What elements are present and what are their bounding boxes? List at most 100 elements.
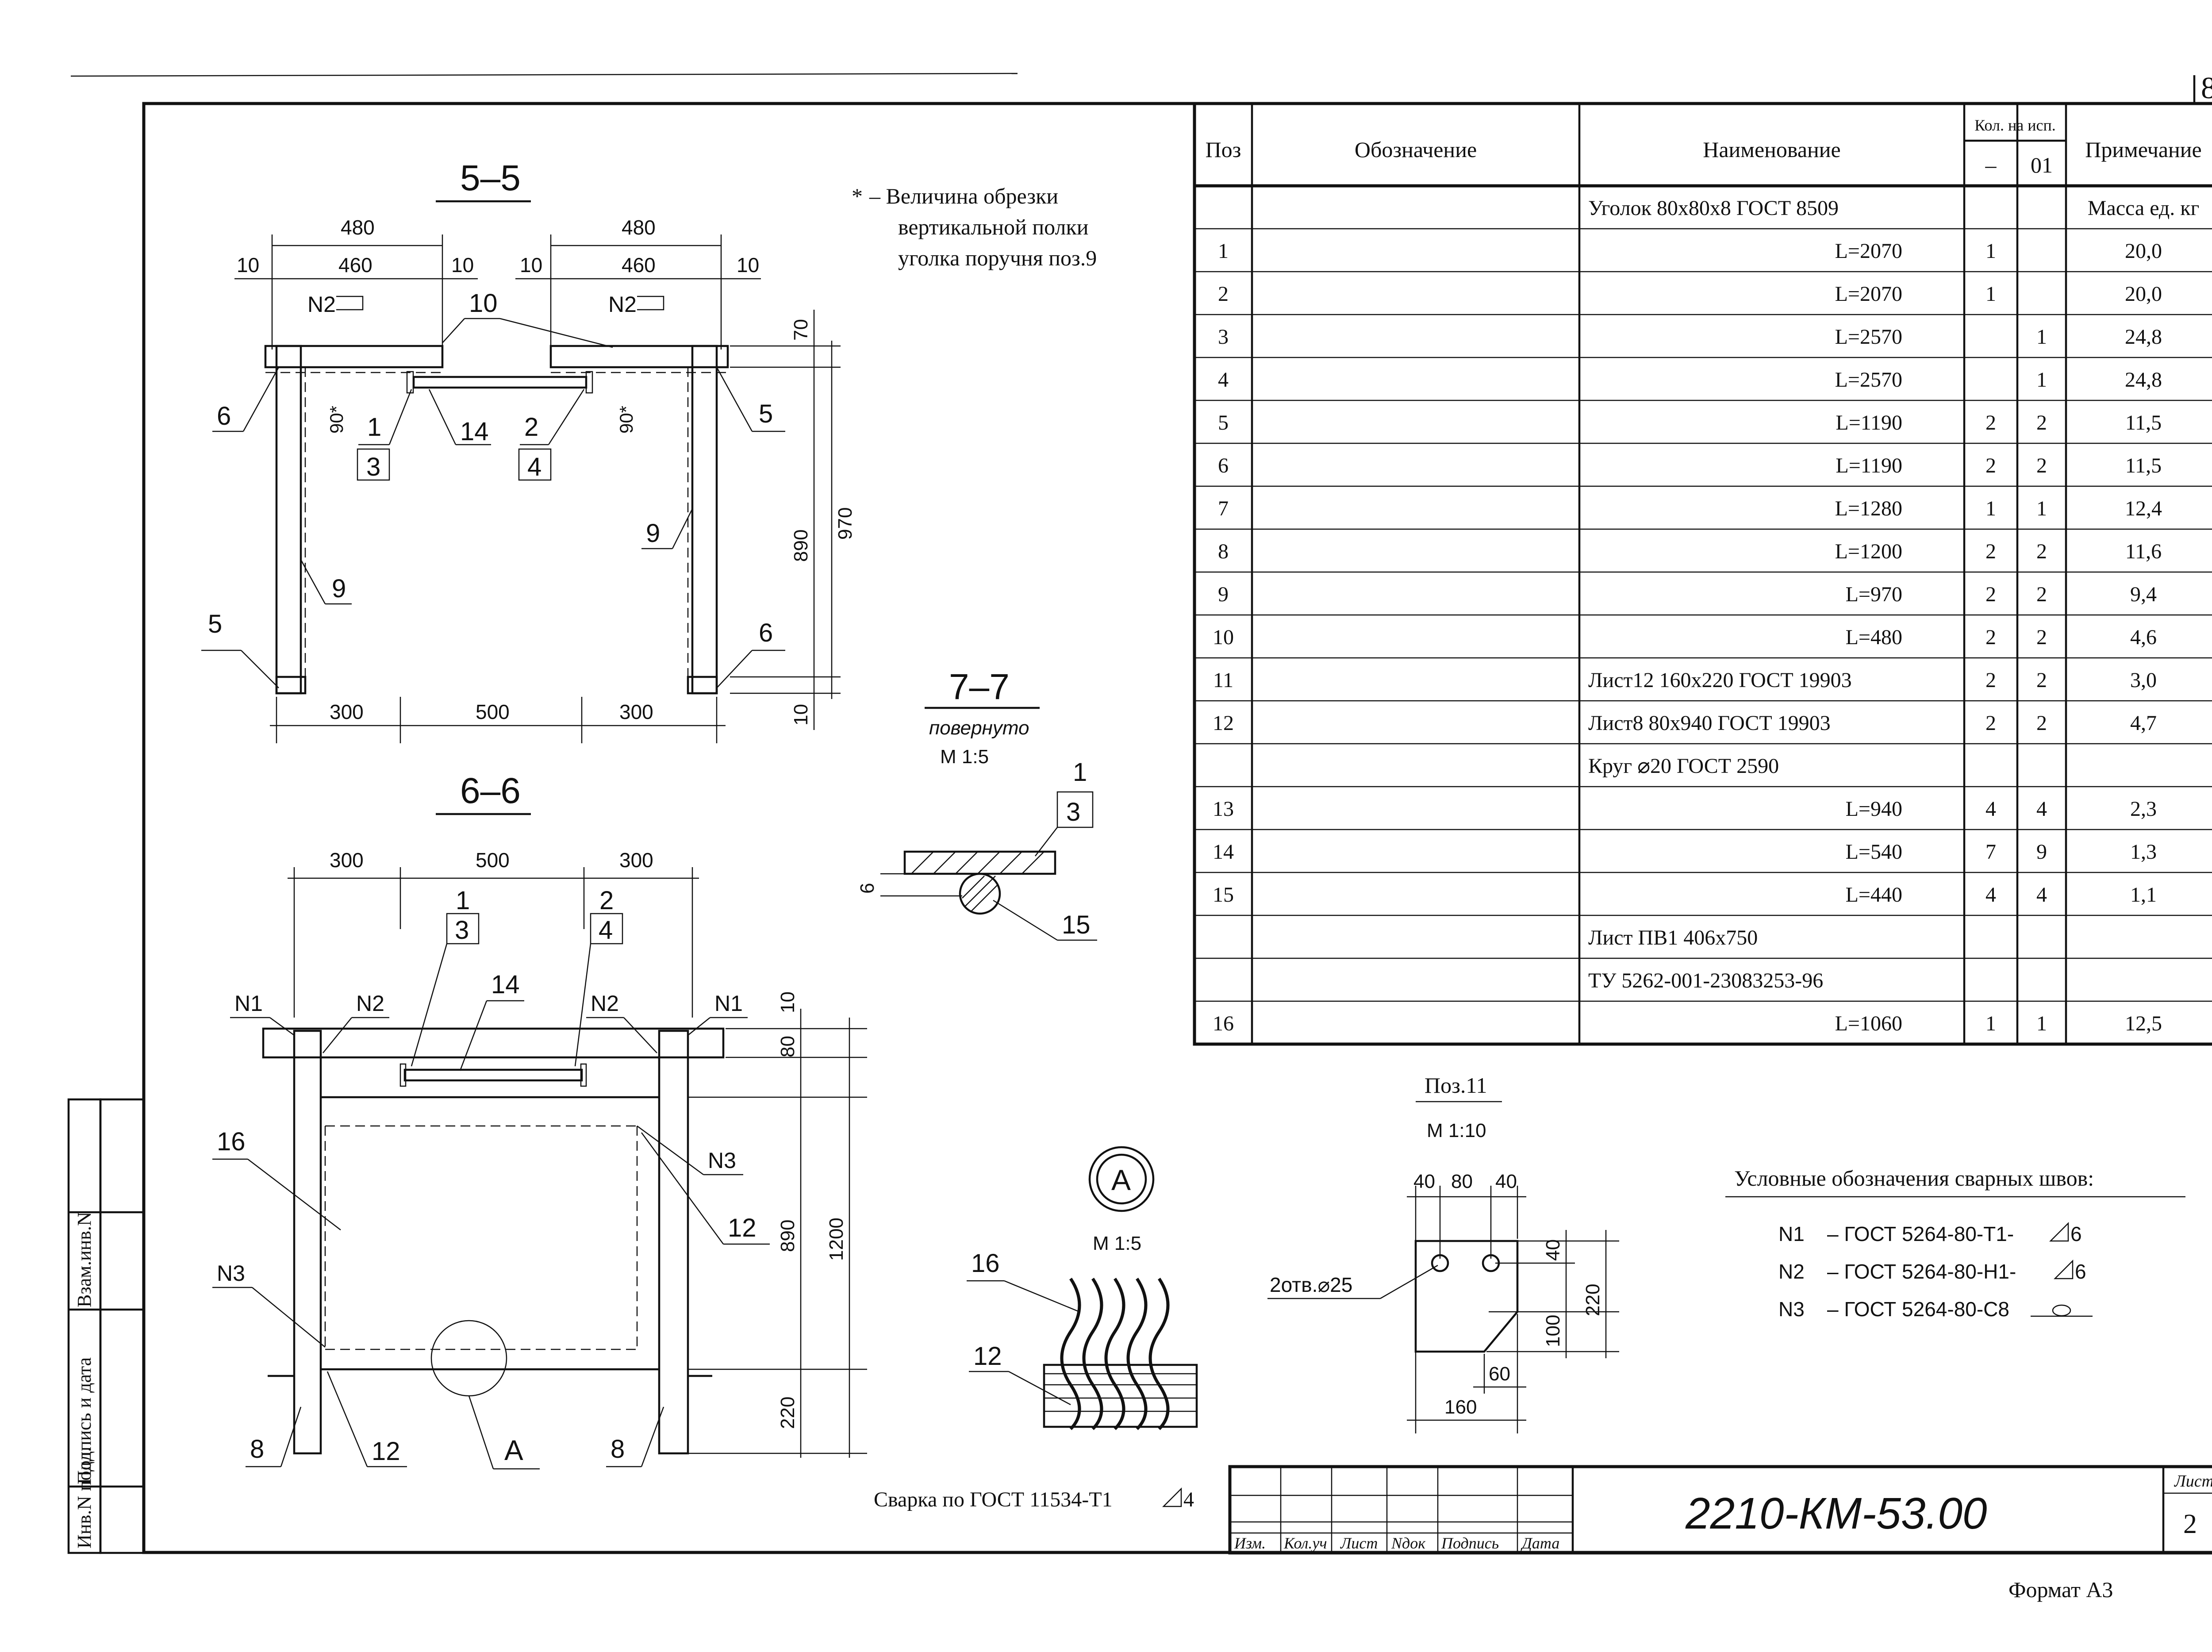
spec-row-12-qty-a: 2 bbox=[1985, 711, 1996, 735]
dim-55-970: 970 bbox=[834, 507, 856, 540]
spec-row-16-qty-b: 4 bbox=[2036, 883, 2047, 907]
section-77-scale: М 1:5 bbox=[940, 746, 989, 768]
spec-row-12-note: 4,7 bbox=[2130, 711, 2157, 735]
dim-55-10a: 10 bbox=[237, 254, 259, 277]
spec-row-7-qty-b: 1 bbox=[2036, 497, 2047, 520]
spec-row-16-qty-a: 4 bbox=[1985, 883, 1996, 907]
spec-row-17-name: Лист ПВ1 406х750 bbox=[1588, 926, 1758, 949]
spec-row-10-note: 4,6 bbox=[2130, 626, 2157, 649]
callout-66-8a: 8 bbox=[250, 1435, 264, 1464]
spec-row-3-pos: 3 bbox=[1218, 325, 1229, 349]
section-7-7: 7–7 повернуто М 1:5 1 3 15 6 bbox=[856, 667, 1097, 941]
callout-55-5a: 5 bbox=[208, 610, 222, 638]
footnote-line1: – Величина обрезки bbox=[869, 184, 1058, 208]
legend-text-3: – ГОСТ 5264-80-С8 bbox=[1827, 1298, 2009, 1321]
spec-row-3-length: L=2570 bbox=[1835, 325, 1902, 349]
angle-55-b: 90* bbox=[616, 406, 637, 434]
weld-66-n2a: N2 bbox=[356, 991, 384, 1016]
dim-66-300b: 300 bbox=[619, 849, 653, 872]
title-block: Изм. Кол.уч Лист Nдок Подпись Дата 2210-… bbox=[1228, 1465, 2212, 1555]
side-stamp-1: Инв.N подл. bbox=[73, 1447, 95, 1549]
weld-66-n3a: N3 bbox=[708, 1148, 736, 1173]
spec-row-19-length: L=1060 bbox=[1835, 1012, 1902, 1035]
footnote-line3: уголка поручня поз.9 bbox=[898, 246, 1097, 270]
spec-row-12-qty-b: 2 bbox=[2036, 711, 2047, 735]
spec-row-19-pos: 16 bbox=[1213, 1012, 1234, 1035]
weld-55-n2b: N2 bbox=[608, 292, 637, 317]
spec-row-4-pos: 4 bbox=[1218, 368, 1229, 392]
spec-row-1-pos: 1 bbox=[1218, 239, 1229, 263]
section-77-subtitle: повернуто bbox=[929, 717, 1029, 739]
spec-row-14-length: L=940 bbox=[1846, 797, 1902, 821]
spec-row-11-qty-b: 2 bbox=[2036, 668, 2047, 692]
callout-55-9a: 9 bbox=[332, 574, 346, 603]
spec-row-10-qty-b: 2 bbox=[2036, 626, 2047, 649]
legend-text-2: – ГОСТ 5264-80-Н1- bbox=[1827, 1260, 2016, 1283]
tb-col-kol: Кол.уч bbox=[1283, 1534, 1327, 1552]
spec-row-6-qty-b: 2 bbox=[2036, 454, 2047, 477]
legend-code-1: N1 bbox=[1778, 1222, 1805, 1245]
callout-55-5b: 5 bbox=[759, 400, 773, 428]
spec-row-6-qty-a: 2 bbox=[1985, 454, 1996, 477]
spec-row-7-qty-a: 1 bbox=[1985, 497, 1996, 520]
drawing-code: 2210-КМ-53.00 bbox=[1685, 1489, 1987, 1538]
spec-row-15-qty-b: 9 bbox=[2036, 840, 2047, 864]
spec-row-8-qty-b: 2 bbox=[2036, 540, 2047, 563]
spec-row-0-name: Уголок 80х80х8 ГОСТ 8509 bbox=[1588, 196, 1839, 220]
callout-77-1: 1 bbox=[1073, 758, 1087, 787]
dim-55-300a: 300 bbox=[330, 700, 364, 723]
spec-header-note: Примечание bbox=[2085, 137, 2202, 162]
spec-row-4-note: 24,8 bbox=[2125, 368, 2162, 392]
spec-row-15-qty-a: 7 bbox=[1985, 840, 1996, 864]
spec-row-11-name: Лист12 160х220 ГОСТ 19903 bbox=[1588, 668, 1852, 692]
section-77-title: 7–7 bbox=[949, 667, 1010, 707]
callout-66-2: 2 bbox=[599, 886, 614, 915]
spec-row-5-pos: 5 bbox=[1218, 411, 1229, 434]
section-55-title: 5–5 bbox=[460, 158, 521, 198]
spec-table-border bbox=[1193, 102, 2212, 1046]
dim-55-300b: 300 bbox=[619, 700, 653, 723]
pos11-dim-160: 160 bbox=[1444, 1396, 1477, 1418]
callout-66-a: A bbox=[504, 1434, 523, 1466]
weld-66-n2b: N2 bbox=[591, 991, 619, 1016]
spec-row-5-length: L=1190 bbox=[1836, 411, 1902, 434]
spec-row-10-pos: 10 bbox=[1213, 626, 1234, 649]
spec-header-designation: Обозначение bbox=[1355, 137, 1477, 162]
detail-a-scale: М 1:5 bbox=[1093, 1233, 1141, 1254]
spec-row-1-length: L=2070 bbox=[1835, 239, 1902, 263]
callout-77-15: 15 bbox=[1062, 911, 1091, 939]
welding-note-size: 4 bbox=[1183, 1488, 1194, 1511]
spec-row-5-qty-b: 2 bbox=[2036, 411, 2047, 434]
callout-77-3: 3 bbox=[1066, 798, 1080, 826]
spec-row-16-note: 1,1 bbox=[2130, 883, 2157, 907]
angle-55-a: 90* bbox=[326, 406, 347, 434]
dim-66-220: 220 bbox=[777, 1397, 799, 1429]
spec-row-9-qty-b: 2 bbox=[2036, 583, 2047, 606]
tb-col-data: Дата bbox=[1521, 1534, 1559, 1552]
dim-55-460a: 460 bbox=[338, 254, 373, 277]
welding-note-symbol bbox=[1162, 1487, 1182, 1507]
spec-row-2-note: 20,0 bbox=[2125, 282, 2162, 306]
callout-55-2: 2 bbox=[524, 413, 538, 442]
dim-77-6: 6 bbox=[856, 883, 878, 894]
footnote-star: * bbox=[852, 184, 863, 208]
pos11-scale: М 1:10 bbox=[1427, 1120, 1486, 1141]
callout-55-3: 3 bbox=[366, 453, 380, 481]
dim-55-70: 70 bbox=[790, 319, 812, 341]
dim-66-80: 80 bbox=[777, 1036, 799, 1057]
spec-row-4-length: L=2570 bbox=[1835, 368, 1902, 392]
dim-55-480a: 480 bbox=[341, 216, 375, 239]
callout-66-12b: 12 bbox=[372, 1437, 400, 1466]
section-6-6: 6–6 300 500 300 N1 N2 N2 N1 bbox=[212, 771, 867, 1470]
spec-row-14-qty-b: 4 bbox=[2036, 797, 2047, 821]
dim-55-890: 890 bbox=[790, 530, 812, 562]
callout-55-14: 14 bbox=[460, 417, 489, 446]
sheet-frame bbox=[142, 102, 2212, 1554]
spec-row-16-length: L=440 bbox=[1846, 883, 1902, 907]
dim-55-460b: 460 bbox=[622, 254, 656, 277]
spec-row-16-pos: 15 bbox=[1213, 883, 1234, 907]
pos-11-detail: Поз.11 М 1:10 40 80 40 40 220 100 60 160… bbox=[1267, 1073, 1619, 1433]
spec-row-7-note: 12,4 bbox=[2125, 497, 2162, 520]
